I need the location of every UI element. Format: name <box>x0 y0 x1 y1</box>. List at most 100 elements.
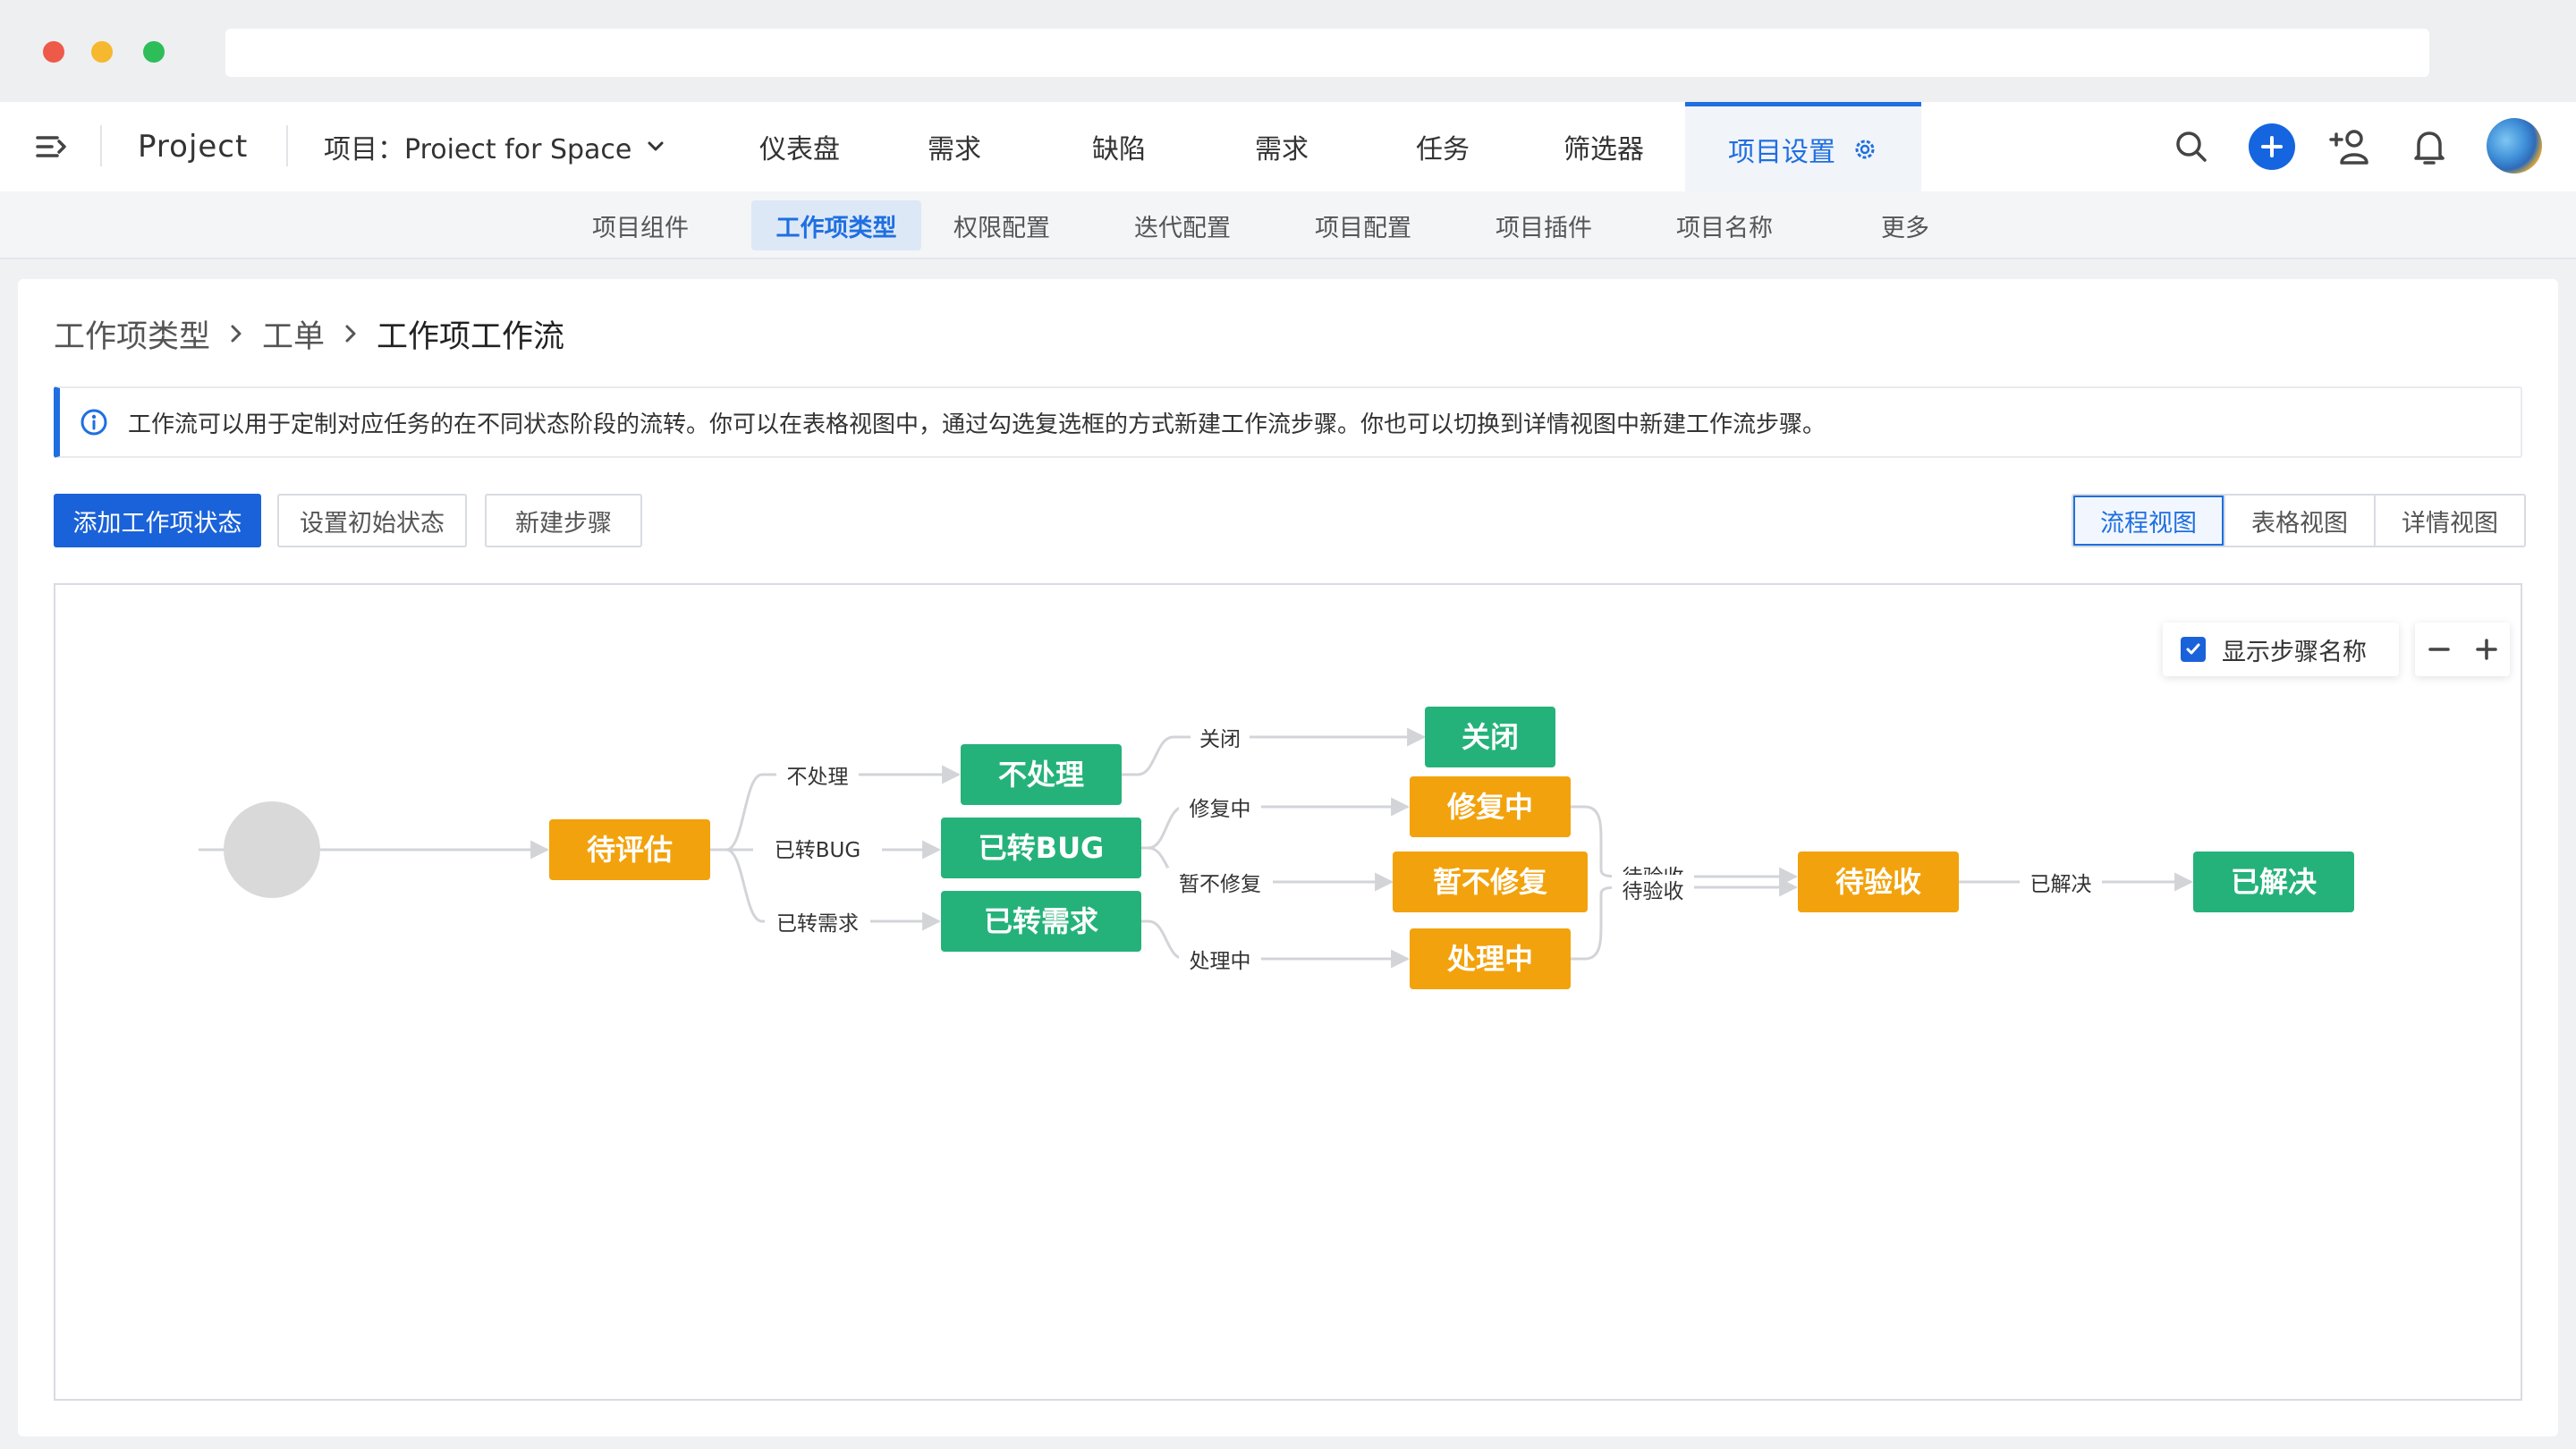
plus-icon <box>2475 639 2497 660</box>
state-node-box <box>1425 707 1555 767</box>
subnav-item-project-config[interactable]: 项目配置 <box>1292 200 1435 250</box>
state-node-box <box>1798 852 1959 912</box>
subnav-item-label: 项目配置 <box>1315 214 1411 242</box>
add-state-button[interactable]: 添加工作项状态 <box>54 494 261 547</box>
state-node-label: 已解决 <box>2231 865 2317 899</box>
state-node-label: 修复中 <box>1446 790 1533 824</box>
subnav-item-label: 工作项类型 <box>775 214 897 242</box>
state-node-fixing[interactable]: 修复中 <box>1410 776 1571 837</box>
add-user-icon[interactable] <box>2326 123 2372 170</box>
nav-item-label: 需求 <box>1255 134 1309 165</box>
state-node-handling[interactable]: 处理中 <box>1410 928 1571 989</box>
maximize-window-button[interactable] <box>143 41 165 63</box>
window-chrome <box>0 0 2576 102</box>
nav-item-dashboard[interactable]: 仪表盘 <box>721 102 878 191</box>
nav-item-project-settings[interactable]: 项目设置 <box>1685 102 1921 191</box>
chevron-down-icon <box>648 141 664 151</box>
nav-item-label: 需求 <box>928 134 981 165</box>
nav-item-defects[interactable]: 缺陷 <box>1046 102 1191 191</box>
settings-subnav: 项目组件 工作项类型 权限配置 迭代配置 项目配置 项目插件 项目名称 更多 <box>0 191 2576 259</box>
workflow-canvas[interactable]: 不处理已转BUG已转需求关闭修复中暂不修复处理中待验收待验收已解决 待评估不处理… <box>54 583 2522 1401</box>
address-bar[interactable] <box>225 29 2429 77</box>
subnav-item-label: 项目组件 <box>592 214 689 242</box>
transition-label: 关闭 <box>1199 728 1241 751</box>
close-window-button[interactable] <box>43 41 64 63</box>
state-node-label: 待验收 <box>1835 865 1921 899</box>
transition-label: 暂不修复 <box>1179 873 1261 896</box>
zoom-out-button[interactable] <box>2415 623 2462 676</box>
transition-label-bg <box>1179 945 1261 975</box>
state-node-pending-eval[interactable]: 待评估 <box>549 819 710 880</box>
state-node-label: 已转需求 <box>984 904 1098 938</box>
transition-label: 处理中 <box>1190 950 1251 973</box>
state-node-label: 处理中 <box>1446 942 1533 976</box>
project-selector-label: 项目：Proiect for Space <box>324 134 632 165</box>
transition-label: 已转需求 <box>776 912 859 936</box>
app-name: Project <box>138 129 249 165</box>
subnav-item-label: 迭代配置 <box>1134 214 1231 242</box>
state-node-label: 关闭 <box>1462 720 1519 754</box>
nav-item-label: 筛选器 <box>1563 134 1644 165</box>
avatar[interactable] <box>2487 118 2542 174</box>
minimize-window-button[interactable] <box>91 41 113 63</box>
show-step-names-label: 显示步骤名称 <box>2222 638 2367 666</box>
transition-edge[interactable] <box>1122 727 1427 776</box>
state-node-box <box>1410 776 1571 837</box>
subnav-item-permissions[interactable]: 权限配置 <box>930 200 1073 250</box>
subnav-item-iterations[interactable]: 迭代配置 <box>1111 200 1254 250</box>
zoom-controls <box>2415 623 2510 676</box>
breadcrumb-item[interactable]: 工单 <box>262 318 326 355</box>
state-node-wont-handle[interactable]: 不处理 <box>961 744 1122 805</box>
state-node-to-req[interactable]: 已转需求 <box>941 891 1141 952</box>
subnav-item-plugins[interactable]: 项目插件 <box>1472 200 1615 250</box>
state-node-to-bug[interactable]: 已转BUG <box>941 818 1141 878</box>
transition-label: 已解决 <box>2030 873 2092 896</box>
transition-edge[interactable] <box>710 848 942 931</box>
show-step-names-toggle[interactable]: 显示步骤名称 <box>2163 623 2399 676</box>
plus-icon[interactable] <box>2249 123 2295 170</box>
subnav-item-components[interactable]: 项目组件 <box>569 200 712 250</box>
table-view-tab[interactable]: 表格视图 <box>2224 496 2374 546</box>
checkbox-checked-icon[interactable] <box>2181 637 2206 662</box>
nav-item-tasks[interactable]: 任务 <box>1370 102 1515 191</box>
state-node-label: 已转BUG <box>979 831 1105 865</box>
state-node-closed[interactable]: 关闭 <box>1425 707 1555 767</box>
subnav-item-work-item-types[interactable]: 工作项类型 <box>751 200 921 250</box>
breadcrumb-item[interactable]: 工作项类型 <box>54 318 211 355</box>
main-panel: 工作项类型 工单 工作项工作流 工作流可以用于定制对应任务的在不同状态阶段的流转… <box>18 279 2558 1436</box>
detail-view-tab[interactable]: 详情视图 <box>2374 496 2524 546</box>
state-node-label: 暂不修复 <box>1433 865 1547 899</box>
zoom-in-button[interactable] <box>2462 623 2510 676</box>
state-node-label: 待评估 <box>587 833 673 867</box>
state-node-pending-accept[interactable]: 待验收 <box>1798 852 1959 912</box>
search-icon[interactable] <box>2168 123 2215 170</box>
nav-item-filters[interactable]: 筛选器 <box>1531 102 1676 191</box>
state-node-wont-fix[interactable]: 暂不修复 <box>1393 852 1588 912</box>
nav-item-requirements-2[interactable]: 需求 <box>1209 102 1354 191</box>
transition-label-bg <box>2020 868 2102 898</box>
state-node-box <box>961 744 1122 805</box>
notice-text: 工作流可以用于定制对应任务的在不同状态阶段的流转。你可以在表格视图中，通过勾选复… <box>128 411 1826 438</box>
set-initial-state-button[interactable]: 设置初始状态 <box>277 494 467 547</box>
new-step-button[interactable]: 新建步骤 <box>485 494 642 547</box>
info-notice: 工作流可以用于定制对应任务的在不同状态阶段的流转。你可以在表格视图中，通过勾选复… <box>54 386 2522 458</box>
start-node[interactable] <box>224 801 320 898</box>
top-navigation: Project 项目：Proiect for Space 仪表盘 需求 缺陷 需… <box>0 102 2576 191</box>
flow-view-tab[interactable]: 流程视图 <box>2073 496 2224 546</box>
transition-label-bg <box>1179 792 1261 823</box>
bell-icon[interactable] <box>2406 123 2453 170</box>
state-node-label: 不处理 <box>998 758 1084 792</box>
subnav-item-project-name[interactable]: 项目名称 <box>1653 200 1796 250</box>
state-node-box <box>549 819 710 880</box>
nav-item-label: 任务 <box>1416 134 1470 165</box>
subnav-item-label: 更多 <box>1881 214 1929 242</box>
project-selector[interactable]: 项目：Proiect for Space <box>324 127 667 166</box>
subnav-item-more[interactable]: 更多 <box>1834 200 1977 250</box>
menu-toggle-icon[interactable] <box>34 129 70 165</box>
state-node-resolved[interactable]: 已解决 <box>2193 852 2354 912</box>
state-node-box <box>1393 852 1588 912</box>
subnav-item-label: 项目插件 <box>1496 214 1592 242</box>
state-node-box <box>941 818 1141 878</box>
transition-label-bg <box>753 834 882 864</box>
nav-item-requirements[interactable]: 需求 <box>882 102 1027 191</box>
